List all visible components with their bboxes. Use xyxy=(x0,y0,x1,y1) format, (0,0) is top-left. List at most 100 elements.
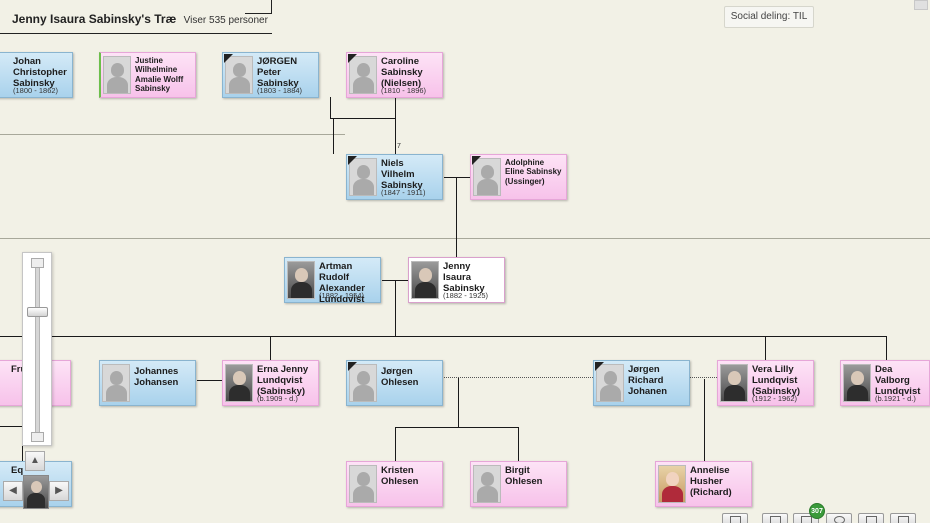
person-card[interactable]: Birgit Ohlesen xyxy=(470,461,567,507)
person-card[interactable]: Niels Vilhelm Sabinsky (1847 - 1911) xyxy=(346,154,443,200)
connector-line xyxy=(330,118,396,119)
generation-number: 7 xyxy=(397,143,401,150)
connector-line xyxy=(518,427,519,461)
person-photo xyxy=(225,56,253,94)
notification-badge[interactable]: 307 xyxy=(809,503,825,519)
person-card[interactable]: Caroline Sabinsky (Nielsen) (1810 - 1896… xyxy=(346,52,443,98)
person-photo xyxy=(225,364,253,402)
person-name: Annelise Husher (Richard) xyxy=(690,465,732,498)
person-card[interactable]: Johannes Johansen xyxy=(99,360,196,406)
person-years: (1810 - 1896) xyxy=(381,86,427,95)
person-years: (1882 - 1954) xyxy=(319,291,365,300)
person-name: Eq xyxy=(11,465,24,476)
connector-line xyxy=(456,177,457,257)
connector-line xyxy=(395,280,396,336)
zoom-slider-handle[interactable] xyxy=(27,307,48,317)
generation-divider xyxy=(0,134,345,135)
minus-icon[interactable] xyxy=(31,432,44,442)
person-name: Dea Valborg Lundqvist xyxy=(875,364,921,397)
deceased-ribbon-icon xyxy=(348,156,357,165)
search-icon[interactable] xyxy=(826,513,852,523)
person-name: JØRGEN Peter Sabinsky xyxy=(257,56,299,89)
social-sharing-button[interactable]: Social deling: TIL xyxy=(724,6,814,28)
connector-line xyxy=(245,13,272,14)
zoom-slider[interactable] xyxy=(22,252,52,446)
document-icon[interactable] xyxy=(858,513,884,523)
connector-line xyxy=(333,118,334,154)
connector-line xyxy=(395,427,396,461)
person-card[interactable]: Adolphine Eline Sabinsky (Ussinger) xyxy=(470,154,567,200)
person-card[interactable]: Dea Valborg Lundqvist (b.1921 - d.) xyxy=(840,360,930,406)
person-card[interactable]: Vera Lilly Lundqvist (Sabinsky) (1912 - … xyxy=(717,360,814,406)
person-photo xyxy=(843,364,871,402)
person-name: Jørgen Ohlesen xyxy=(381,366,419,388)
connector-line xyxy=(0,33,272,34)
person-name: Niels Vilhelm Sabinsky xyxy=(381,158,423,191)
person-years: (1912 - 1962) xyxy=(752,394,798,403)
person-name: Kristen Ohlesen xyxy=(381,465,419,487)
export-icon[interactable] xyxy=(890,513,916,523)
person-name: Adolphine Eline Sabinsky (Ussinger) xyxy=(505,158,562,186)
person-years: (1800 - 1862) xyxy=(13,86,59,95)
deceased-ribbon-icon xyxy=(348,362,357,371)
person-years: (b.1909 - d.) xyxy=(257,394,298,403)
person-card[interactable]: Justine Wilhelmine Amalie Wolff Sabinsky xyxy=(99,52,196,98)
connector-line xyxy=(458,378,459,428)
person-years: (1803 - 1884) xyxy=(257,86,303,95)
generation-divider xyxy=(0,238,345,239)
person-name: Johannes Johansen xyxy=(134,366,179,388)
person-photo xyxy=(349,158,377,196)
up-arrow-icon[interactable]: ▲ xyxy=(25,451,45,471)
right-arrow-icon[interactable]: ▶ xyxy=(49,481,69,501)
bottom-toolbar xyxy=(0,511,930,523)
print-icon[interactable] xyxy=(762,513,788,523)
person-card-selected[interactable]: Jenny Isaura Sabinsky (1882 - 1925) xyxy=(408,257,505,303)
person-name: Jenny Isaura Sabinsky xyxy=(443,261,485,294)
layout-icon[interactable] xyxy=(722,513,748,523)
person-photo xyxy=(103,56,131,94)
person-years: (1847 - 1911) xyxy=(381,188,426,197)
connector-line xyxy=(704,379,705,461)
generation-divider xyxy=(0,238,930,239)
connector-line xyxy=(0,336,887,337)
connector-line xyxy=(444,377,717,378)
person-photo xyxy=(349,56,377,94)
person-card[interactable]: Erna Jenny Lundqvist (Sabinsky) (b.1909 … xyxy=(222,360,319,406)
person-photo xyxy=(287,261,315,299)
person-card[interactable]: Kristen Ohlesen xyxy=(346,461,443,507)
deceased-ribbon-icon xyxy=(472,156,481,165)
person-name: Artman Rudolf Alexander Lundqvist xyxy=(319,261,365,303)
deceased-ribbon-icon xyxy=(595,362,604,371)
left-arrow-icon[interactable]: ◀ xyxy=(3,481,23,501)
person-name: Birgit Ohlesen xyxy=(505,465,543,487)
person-photo xyxy=(411,261,439,299)
pan-control[interactable]: ▲ ◀ ▶ xyxy=(1,451,69,523)
person-card[interactable]: JØRGEN Peter Sabinsky (1803 - 1884) xyxy=(222,52,319,98)
plus-icon[interactable] xyxy=(31,258,44,268)
person-card[interactable]: Johan Christopher Sabinsky (1800 - 1862) xyxy=(0,52,73,98)
zoom-track[interactable] xyxy=(35,261,40,439)
connector-line xyxy=(444,177,470,178)
person-card[interactable]: Jørgen Ohlesen xyxy=(346,360,443,406)
person-card[interactable]: Jørgen Richard Johanen xyxy=(593,360,690,406)
connector-line xyxy=(197,380,223,381)
connector-line xyxy=(395,118,396,154)
connector-line xyxy=(0,426,22,427)
connector-line xyxy=(330,97,331,119)
close-icon[interactable] xyxy=(914,0,928,10)
deceased-ribbon-icon xyxy=(348,54,357,63)
home-person-thumbnail[interactable] xyxy=(23,475,49,509)
person-count: Viser 535 personer xyxy=(183,15,268,26)
person-name: Caroline Sabinsky (Nielsen) xyxy=(381,56,423,89)
person-photo xyxy=(720,364,748,402)
connector-line xyxy=(395,427,519,428)
connector-line xyxy=(271,0,272,14)
tree-title: Jenny Isaura Sabinsky's Træ Viser 535 pe… xyxy=(12,12,268,26)
person-photo xyxy=(473,465,501,503)
person-name: Johan Christopher Sabinsky xyxy=(13,56,67,89)
person-photo xyxy=(658,465,686,503)
person-card[interactable]: Annelise Husher (Richard) xyxy=(655,461,752,507)
connector-line xyxy=(270,336,271,360)
person-card[interactable]: Artman Rudolf Alexander Lundqvist (1882 … xyxy=(284,257,381,303)
